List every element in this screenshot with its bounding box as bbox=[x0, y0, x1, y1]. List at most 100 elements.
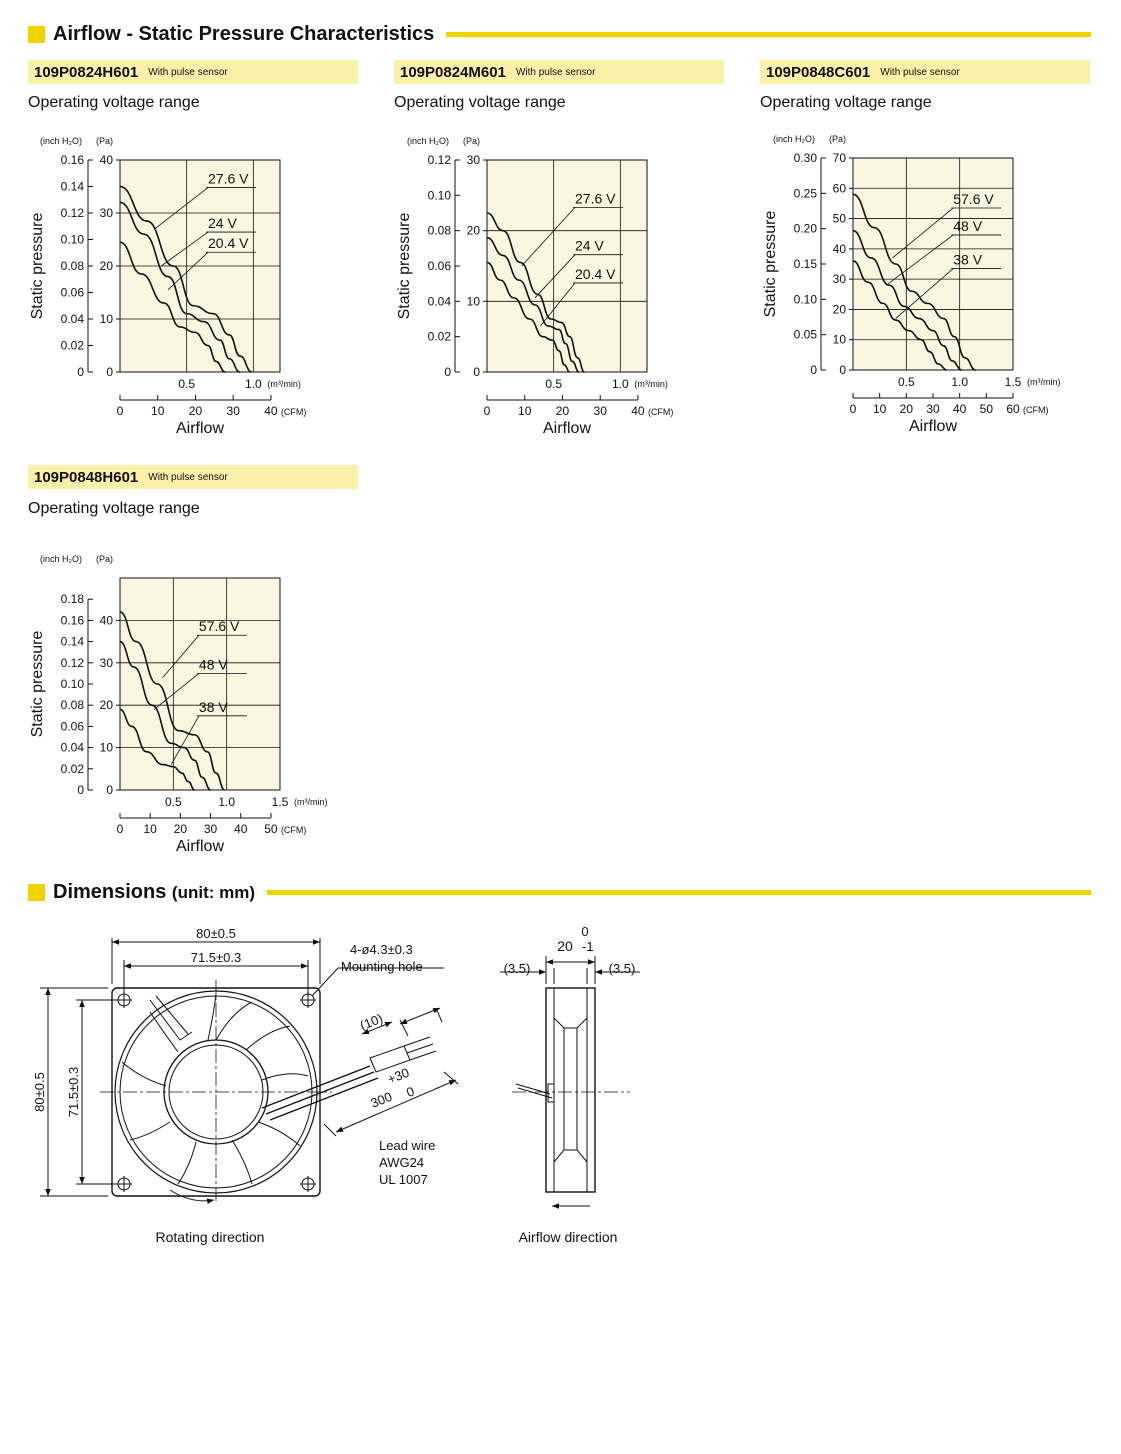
x2-tick-label: 50 bbox=[264, 822, 278, 836]
section-title: Airflow - Static Pressure Characteristic… bbox=[53, 22, 435, 45]
dim-hole-pitch: 71.5±0.3 bbox=[191, 950, 242, 965]
series-leader bbox=[895, 268, 954, 319]
lead-tol-plus: +30 bbox=[385, 1065, 411, 1087]
x2-unit: (CFM) bbox=[648, 407, 674, 417]
y1-tick-label: 0 bbox=[810, 363, 817, 377]
x1-tick-label: 1.0 bbox=[218, 795, 235, 809]
x2-tick-label: 0 bbox=[117, 404, 124, 418]
y2-tick-label: 10 bbox=[100, 741, 114, 755]
x2-unit: (CFM) bbox=[281, 407, 307, 417]
y2-tick-label: 0 bbox=[106, 365, 113, 379]
y1-tick-label: 0.02 bbox=[61, 762, 85, 776]
model-number: 109P0848H601 bbox=[34, 468, 139, 486]
y1-tick-label: 0.14 bbox=[61, 635, 85, 649]
section-marker-icon bbox=[28, 883, 45, 901]
x1-unit: (m³/min) bbox=[634, 379, 668, 389]
model-note: With pulse sensor bbox=[880, 66, 960, 78]
y2-tick-label: 0 bbox=[473, 365, 480, 379]
y2-tick-label: 20 bbox=[467, 224, 481, 238]
dim-hole-pitch-v: 71.5±0.3 bbox=[66, 1067, 81, 1118]
x2-tick-label: 10 bbox=[518, 404, 532, 418]
series-line bbox=[119, 640, 211, 791]
thickness-tol-bottom: -1 bbox=[582, 939, 594, 954]
section-marker-icon bbox=[28, 25, 45, 43]
series-line bbox=[486, 261, 570, 373]
x2-tick-label: 30 bbox=[227, 404, 241, 418]
y2-unit: (Pa) bbox=[96, 136, 113, 146]
plot-area bbox=[119, 577, 281, 791]
model-number: 109P0824M601 bbox=[400, 63, 506, 81]
series-label: 38 V bbox=[199, 699, 228, 715]
model-note: With pulse sensor bbox=[148, 471, 228, 483]
section-rule bbox=[267, 889, 1091, 895]
chart-subtitle-4: Operating voltage range bbox=[28, 500, 200, 517]
x2-unit: (CFM) bbox=[281, 825, 307, 835]
lead-tol-minus: 0 bbox=[404, 1084, 416, 1101]
y2-tick-label: 30 bbox=[100, 656, 114, 670]
x2-tick-label: 10 bbox=[873, 402, 887, 416]
x1-tick-label: 1.5 bbox=[272, 795, 289, 809]
y1-unit: (inch H₂O) bbox=[407, 136, 449, 146]
fan-front-view bbox=[40, 938, 459, 1205]
series-label: 24 V bbox=[208, 215, 237, 231]
mounting-hole-icon bbox=[300, 1176, 316, 1192]
dim-height: 80±0.5 bbox=[32, 1072, 47, 1112]
y1-tick-label: 0.02 bbox=[61, 339, 85, 353]
pq-chart-109P0848C601: 01020304050607000.050.100.150.200.250.30… bbox=[762, 134, 1061, 435]
thickness-tol-top: 0 bbox=[581, 924, 588, 939]
section-title: Dimensions (unit: mm) bbox=[53, 880, 256, 903]
dim-width: 80±0.5 bbox=[196, 926, 236, 941]
series-label: 57.6 V bbox=[953, 191, 994, 207]
section-rule bbox=[446, 31, 1091, 37]
model-bar-3: 109P0848C601 With pulse sensor bbox=[760, 60, 1090, 84]
y2-tick-label: 30 bbox=[100, 206, 114, 220]
x2-tick-label: 20 bbox=[174, 822, 188, 836]
series-label: 24 V bbox=[575, 238, 604, 254]
y1-tick-label: 0.18 bbox=[61, 592, 85, 606]
x2-tick-label: 0 bbox=[484, 404, 491, 418]
x2-tick-label: 20 bbox=[556, 404, 570, 418]
series-leader bbox=[154, 187, 209, 230]
y1-tick-label: 0 bbox=[77, 365, 84, 379]
model-number: 109P0824H601 bbox=[34, 63, 139, 81]
series-leader bbox=[534, 254, 576, 299]
series-leader bbox=[161, 231, 209, 267]
y2-tick-label: 30 bbox=[833, 272, 847, 286]
y2-tick-label: 10 bbox=[100, 312, 114, 326]
x1-unit: (m³/min) bbox=[1027, 377, 1061, 387]
y2-tick-label: 60 bbox=[833, 181, 847, 195]
y2-tick-label: 50 bbox=[833, 212, 847, 226]
series-line bbox=[119, 201, 241, 373]
lead-wire-label: Lead wire bbox=[379, 1138, 435, 1153]
y1-tick-label: 0.06 bbox=[61, 286, 85, 300]
y1-tick-label: 0.08 bbox=[61, 698, 85, 712]
y2-unit: (Pa) bbox=[96, 554, 113, 564]
series-line bbox=[119, 185, 253, 373]
x-axis-label: Airflow bbox=[176, 420, 224, 437]
fan-strut bbox=[149, 999, 193, 1041]
y2-tick-label: 10 bbox=[833, 333, 847, 347]
lead-wire-gauge: AWG24 bbox=[379, 1155, 424, 1170]
series-leader bbox=[892, 207, 954, 259]
y1-tick-label: 0.12 bbox=[61, 206, 85, 220]
x2-tick-label: 30 bbox=[204, 822, 218, 836]
lead-length: 300 bbox=[368, 1089, 394, 1111]
y2-tick-label: 20 bbox=[100, 259, 114, 273]
series-label: 48 V bbox=[199, 656, 228, 672]
y1-tick-label: 0.20 bbox=[794, 222, 818, 236]
y2-tick-label: 40 bbox=[100, 613, 114, 627]
series-line bbox=[119, 241, 226, 373]
model-number: 109P0848C601 bbox=[766, 63, 871, 81]
y-axis-label: Static pressure bbox=[29, 631, 46, 738]
x-axis-label: Airflow bbox=[909, 418, 957, 435]
x1-tick-label: 1.0 bbox=[612, 377, 629, 391]
chart-subtitle-2: Operating voltage range bbox=[394, 94, 566, 111]
series-label: 57.6 V bbox=[199, 618, 240, 634]
chart-subtitle-3: Operating voltage range bbox=[760, 94, 932, 111]
thickness: 20 bbox=[557, 938, 573, 954]
y1-tick-label: 0.25 bbox=[794, 186, 818, 200]
rotation-arrow-icon bbox=[169, 1189, 215, 1205]
series-line bbox=[486, 236, 580, 373]
mounting-hole-icon bbox=[116, 992, 132, 1008]
